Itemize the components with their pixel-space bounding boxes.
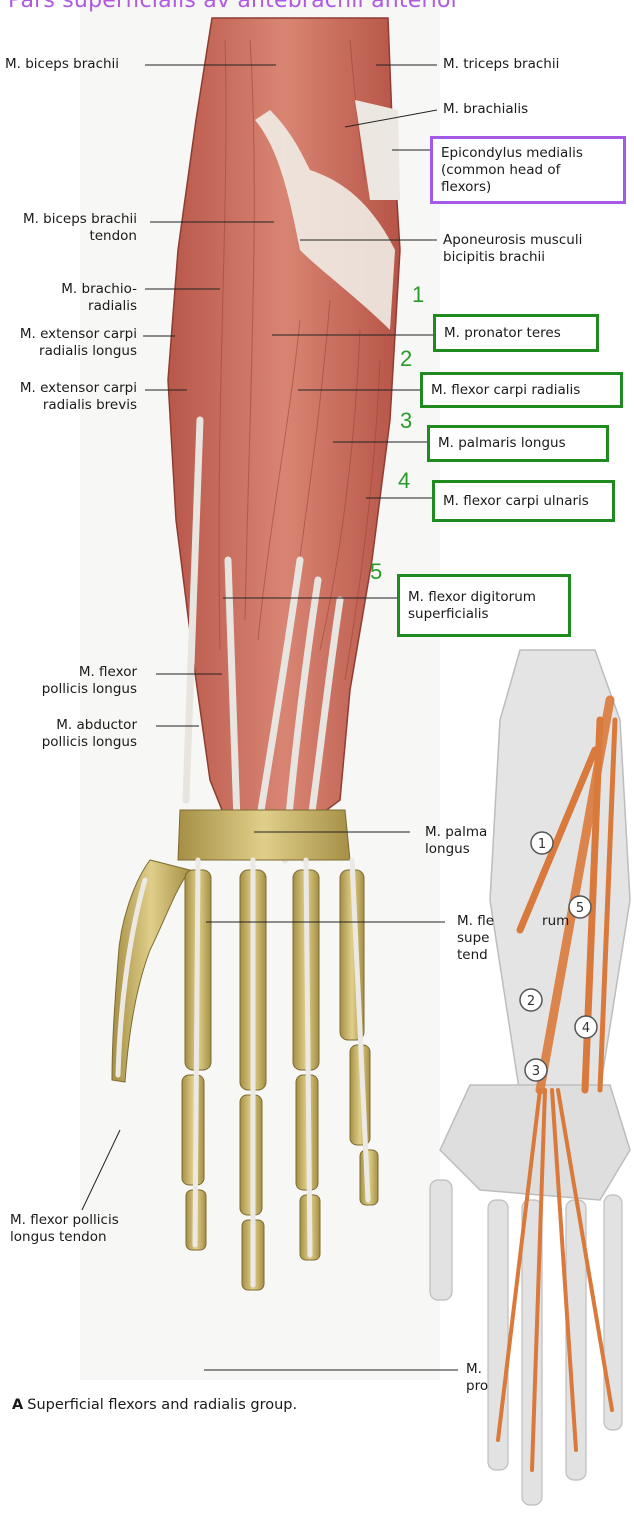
number-1: 1 bbox=[412, 282, 424, 308]
label-palmaris-partial: M. palma longus bbox=[425, 824, 487, 858]
label-biceps-brachii: M. biceps brachii bbox=[5, 56, 119, 73]
box-flexor-carpi-ulnaris: M. flexor carpi ulnaris bbox=[432, 480, 615, 522]
inset-marker-1-text: 1 bbox=[538, 837, 546, 852]
label-ecrb: M. extensor carpi radialis brevis bbox=[5, 380, 137, 414]
inset-marker-2-text: 2 bbox=[527, 994, 535, 1009]
inset-marker-3-text: 3 bbox=[532, 1064, 540, 1079]
inset-illustration: 1 5 2 4 3 bbox=[430, 650, 630, 1505]
label-brachioradialis: M. brachio- radialis bbox=[5, 281, 137, 315]
box-epicondylus-medialis: Epicondylus medialis (common head of fle… bbox=[430, 136, 626, 204]
number-4: 4 bbox=[398, 468, 410, 494]
caption-text: Superficial flexors and radialis group. bbox=[27, 1397, 297, 1413]
number-3: 3 bbox=[400, 408, 412, 434]
number-2: 2 bbox=[400, 346, 412, 372]
label-ecrl: M. extensor carpi radialis longus bbox=[5, 326, 137, 360]
label-fpl-tendon: M. flexor pollicis longus tendon bbox=[10, 1212, 119, 1246]
label-biceps-tendon: M. biceps brachii tendon bbox=[5, 211, 137, 245]
caption-letter: A bbox=[12, 1397, 23, 1413]
label-brachialis: M. brachialis bbox=[443, 101, 528, 118]
label-triceps: M. triceps brachii bbox=[443, 56, 559, 73]
box-palmaris-longus: M. palmaris longus bbox=[427, 425, 609, 462]
number-5: 5 bbox=[370, 559, 382, 585]
inset-marker-4-text: 4 bbox=[582, 1021, 590, 1036]
box-pronator-teres: M. pronator teres bbox=[433, 314, 599, 352]
box-flexor-digitorum-superficialis: M. flexor digitorum superficialis bbox=[397, 574, 571, 637]
page-title: Pars superficialis av antebrachii anteri… bbox=[8, 0, 460, 13]
box-flexor-carpi-radialis: M. flexor carpi radialis bbox=[420, 372, 623, 408]
label-aponeurosis: Aponeurosis musculi bicipitis brachii bbox=[443, 232, 582, 266]
label-fdp-partial: M. pro bbox=[466, 1361, 488, 1395]
label-fpl: M. flexor pollicis longus bbox=[5, 664, 137, 698]
label-apl: M. abductor pollicis longus bbox=[5, 717, 137, 751]
inset-marker-5-text: 5 bbox=[576, 901, 584, 916]
